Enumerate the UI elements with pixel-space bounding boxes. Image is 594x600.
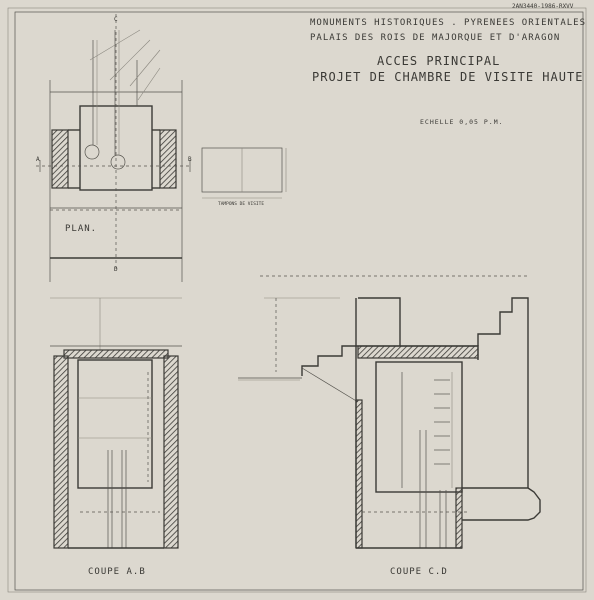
plan-view — [36, 14, 191, 282]
drawing-title-line-1: ACCES PRINCIPAL — [377, 54, 501, 68]
header-line-2: PALAIS DES ROIS DE MAJORQUE ET D'ARAGON — [310, 33, 561, 43]
inner-border — [14, 11, 584, 591]
section-marker-a: A — [36, 156, 41, 163]
tampon-detail — [201, 147, 287, 199]
tampon-label: TAMPONS DE VISITE — [218, 202, 265, 207]
coupe-cd-section — [238, 275, 541, 549]
scale-label: ECHELLE 0,05 P.M. — [420, 118, 504, 126]
coupe-ab-label: COUPE A.B — [88, 567, 146, 577]
section-marker-c: C — [114, 16, 119, 23]
section-marker-b: B — [188, 156, 193, 163]
coupe-ab-section — [50, 297, 182, 549]
archive-reference: 2AN3440-1986-RXVV — [512, 3, 574, 10]
coupe-cd-label: COUPE C.D — [390, 567, 448, 577]
section-marker-d: D — [114, 266, 119, 273]
plan-label: PLAN. — [65, 224, 98, 234]
drawing-title-line-2: PROJET DE CHAMBRE DE VISITE HAUTE — [312, 70, 584, 84]
header-line-1: MONUMENTS HISTORIQUES . PYRENEES ORIENTA… — [310, 18, 586, 28]
outer-border — [7, 7, 587, 593]
